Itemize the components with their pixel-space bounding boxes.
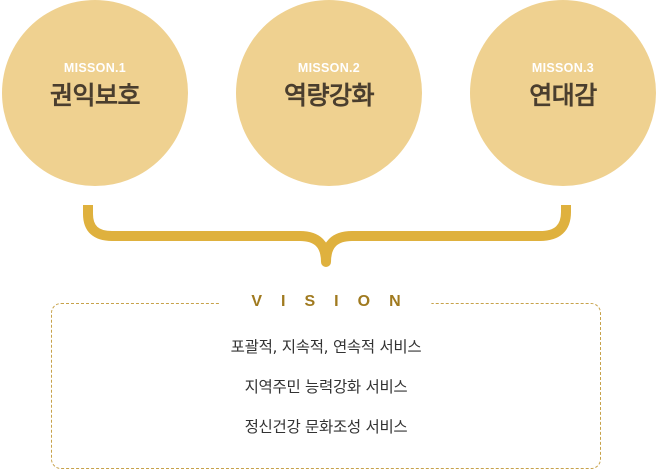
mission-circle-1: MISSON.1 권익보호 bbox=[2, 0, 188, 186]
mission-title: 역량강화 bbox=[283, 81, 375, 110]
mission-circle-2: MISSON.2 역량강화 bbox=[236, 0, 422, 186]
mission-label: MISSON.3 bbox=[531, 61, 595, 75]
vision-title: VISION bbox=[220, 291, 432, 313]
mission-title: 연대감 bbox=[529, 81, 597, 110]
vision-item: 정신건강 문화조성 서비스 bbox=[244, 418, 408, 436]
mission-label: MISSON.1 bbox=[63, 61, 127, 75]
mission-label: MISSON.2 bbox=[297, 61, 361, 75]
vision-item: 지역주민 능력강화 서비스 bbox=[244, 378, 408, 396]
vision-item: 포괄적, 지속적, 연속적 서비스 bbox=[230, 338, 422, 356]
mission-circle-3: MISSON.3 연대감 bbox=[470, 0, 656, 186]
vision-box: VISION 포괄적, 지속적, 연속적 서비스 지역주민 능력강화 서비스 정… bbox=[51, 291, 601, 469]
mission-title: 권익보호 bbox=[49, 81, 141, 110]
vision-list: 포괄적, 지속적, 연속적 서비스 지역주민 능력강화 서비스 정신건강 문화조… bbox=[52, 336, 600, 456]
brace-connector bbox=[83, 205, 571, 267]
